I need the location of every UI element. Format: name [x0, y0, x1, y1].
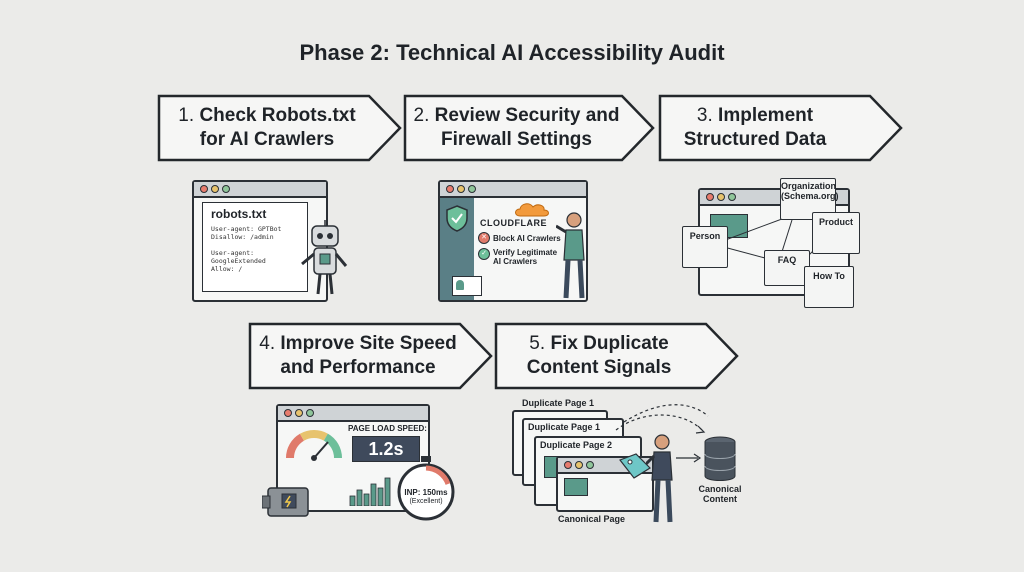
- product-label: Product: [818, 217, 853, 227]
- robots-file-sheet: robots.txt User-agent: GPTBot Disallow: …: [202, 202, 308, 292]
- robot-icon: [301, 220, 348, 295]
- person-holding-tag-icon: [646, 434, 673, 523]
- robots-filename: robots.txt: [211, 207, 267, 221]
- cloud-icon: [515, 203, 549, 217]
- canonical-page-label: Canonical Page: [558, 514, 626, 524]
- engine-icon: [262, 487, 309, 517]
- faq-label: FAQ: [777, 255, 797, 265]
- diagram-title: Phase 2: Technical AI Accessibility Audi…: [299, 40, 725, 65]
- step-4-text: Improve Site Speed and Performance: [280, 333, 457, 378]
- page-load-speed-value: 1.2s: [352, 436, 420, 462]
- speed-gauge-icon: [286, 430, 342, 461]
- canonical-page-window: [556, 456, 654, 512]
- robots-line-1: User-agent: GPTBot: [211, 225, 282, 233]
- bar-chart-icon: [349, 477, 391, 506]
- step-3: 3. Implement Structured Data: [658, 94, 904, 162]
- step-2: 2. Review Security and Firewall Settings: [403, 94, 656, 162]
- step-2-text: Review Security and Firewall Settings: [434, 105, 620, 150]
- id-card: [452, 276, 482, 296]
- step-1-text: Check Robots.txt for AI Crawlers: [199, 105, 356, 150]
- step-4-arrow-shape: [248, 322, 493, 390]
- step-2-label: 2. Review Security and Firewall Settings: [411, 94, 622, 162]
- step-1-number: 1.: [178, 105, 195, 126]
- page-load-speed-heading: PAGE LOAD SPEED:: [348, 424, 427, 433]
- robots-line-2: Disallow: /admin: [211, 233, 274, 241]
- step-5: 5. Fix Duplicate Content Signals: [494, 322, 740, 390]
- step-3-text: Implement Structured Data: [683, 105, 827, 150]
- howto-card: How To: [804, 266, 854, 308]
- inp-note: (Excellent): [409, 498, 443, 505]
- step-2-number: 2.: [413, 105, 430, 126]
- step-4-label: 4. Improve Site Speed and Performance: [256, 322, 460, 390]
- stopwatch-icon: [397, 456, 455, 521]
- block-ai-crawlers-option: Block AI Crawlers: [493, 233, 561, 243]
- cloudflare-brand: CLOUDFLARE: [480, 218, 547, 228]
- block-x-icon: ✕: [478, 232, 490, 244]
- step-5-number: 5.: [529, 333, 546, 354]
- step-5-text: Fix Duplicate Content Signals: [526, 333, 672, 378]
- robots-illustration: robots.txt User-agent: GPTBot Disallow: …: [192, 180, 352, 304]
- person-pointing-icon: [556, 212, 585, 299]
- schema-illustration: Organization (Schema.org) Person Product…: [680, 176, 860, 310]
- speed-illustration: PAGE LOAD SPEED: 1.2s INP: 150ms (Excell…: [262, 404, 462, 528]
- step-1-label: 1. Check Robots.txt for AI Crawlers: [165, 94, 369, 162]
- id-avatar-icon: [456, 280, 464, 290]
- canonical-content-label: Canonical Content: [698, 484, 742, 504]
- database-icon: [704, 436, 736, 481]
- step-3-arrow-shape: [658, 94, 903, 162]
- step-5-arrow-shape: [494, 322, 739, 390]
- step-4-number: 4.: [259, 333, 276, 354]
- security-window: CLOUDFLARE ✕ Block AI Crawlers ✓ Verify …: [438, 180, 588, 302]
- duplicate-page-1-label: Duplicate Page 1: [522, 398, 595, 408]
- verify-crawlers-option: Verify Legitimate AI Crawlers: [493, 248, 558, 266]
- step-2-arrow-shape: [403, 94, 655, 162]
- connector-arrows: [615, 404, 709, 463]
- canonical-image-block: [564, 478, 588, 496]
- inp-metric: INP: 150ms: [404, 488, 448, 497]
- duplicate-page-2-label: Duplicate Page 2: [540, 440, 613, 450]
- step-3-number: 3.: [696, 105, 713, 126]
- duplicate-page-1b-label: Duplicate Page 1: [528, 422, 601, 432]
- shield-check-icon: [446, 205, 468, 232]
- step-4: 4. Improve Site Speed and Performance: [248, 322, 494, 390]
- step-1: 1. Check Robots.txt for AI Crawlers: [157, 94, 403, 162]
- verify-check-icon: ✓: [478, 248, 490, 260]
- step-5-label: 5. Fix Duplicate Content Signals: [502, 322, 696, 390]
- person-label: Person: [689, 231, 721, 241]
- howto-label: How To: [813, 271, 845, 281]
- product-card: Product: [812, 212, 860, 254]
- step-3-label: 3. Implement Structured Data: [666, 94, 844, 162]
- person-card: Person: [682, 226, 728, 268]
- organization-label: Organization (Schema.org): [781, 181, 839, 201]
- robots-line-4: User-agent: GoogleExtended: [211, 249, 266, 265]
- duplicate-illustration: Duplicate Page 1 Duplicate Page 1 Duplic…: [512, 396, 752, 530]
- security-illustration: CLOUDFLARE ✕ Block AI Crawlers ✓ Verify …: [438, 180, 598, 304]
- step-1-arrow-shape: [157, 94, 402, 162]
- tag-icon: [619, 453, 651, 479]
- robots-line-5: Allow: /: [211, 265, 243, 273]
